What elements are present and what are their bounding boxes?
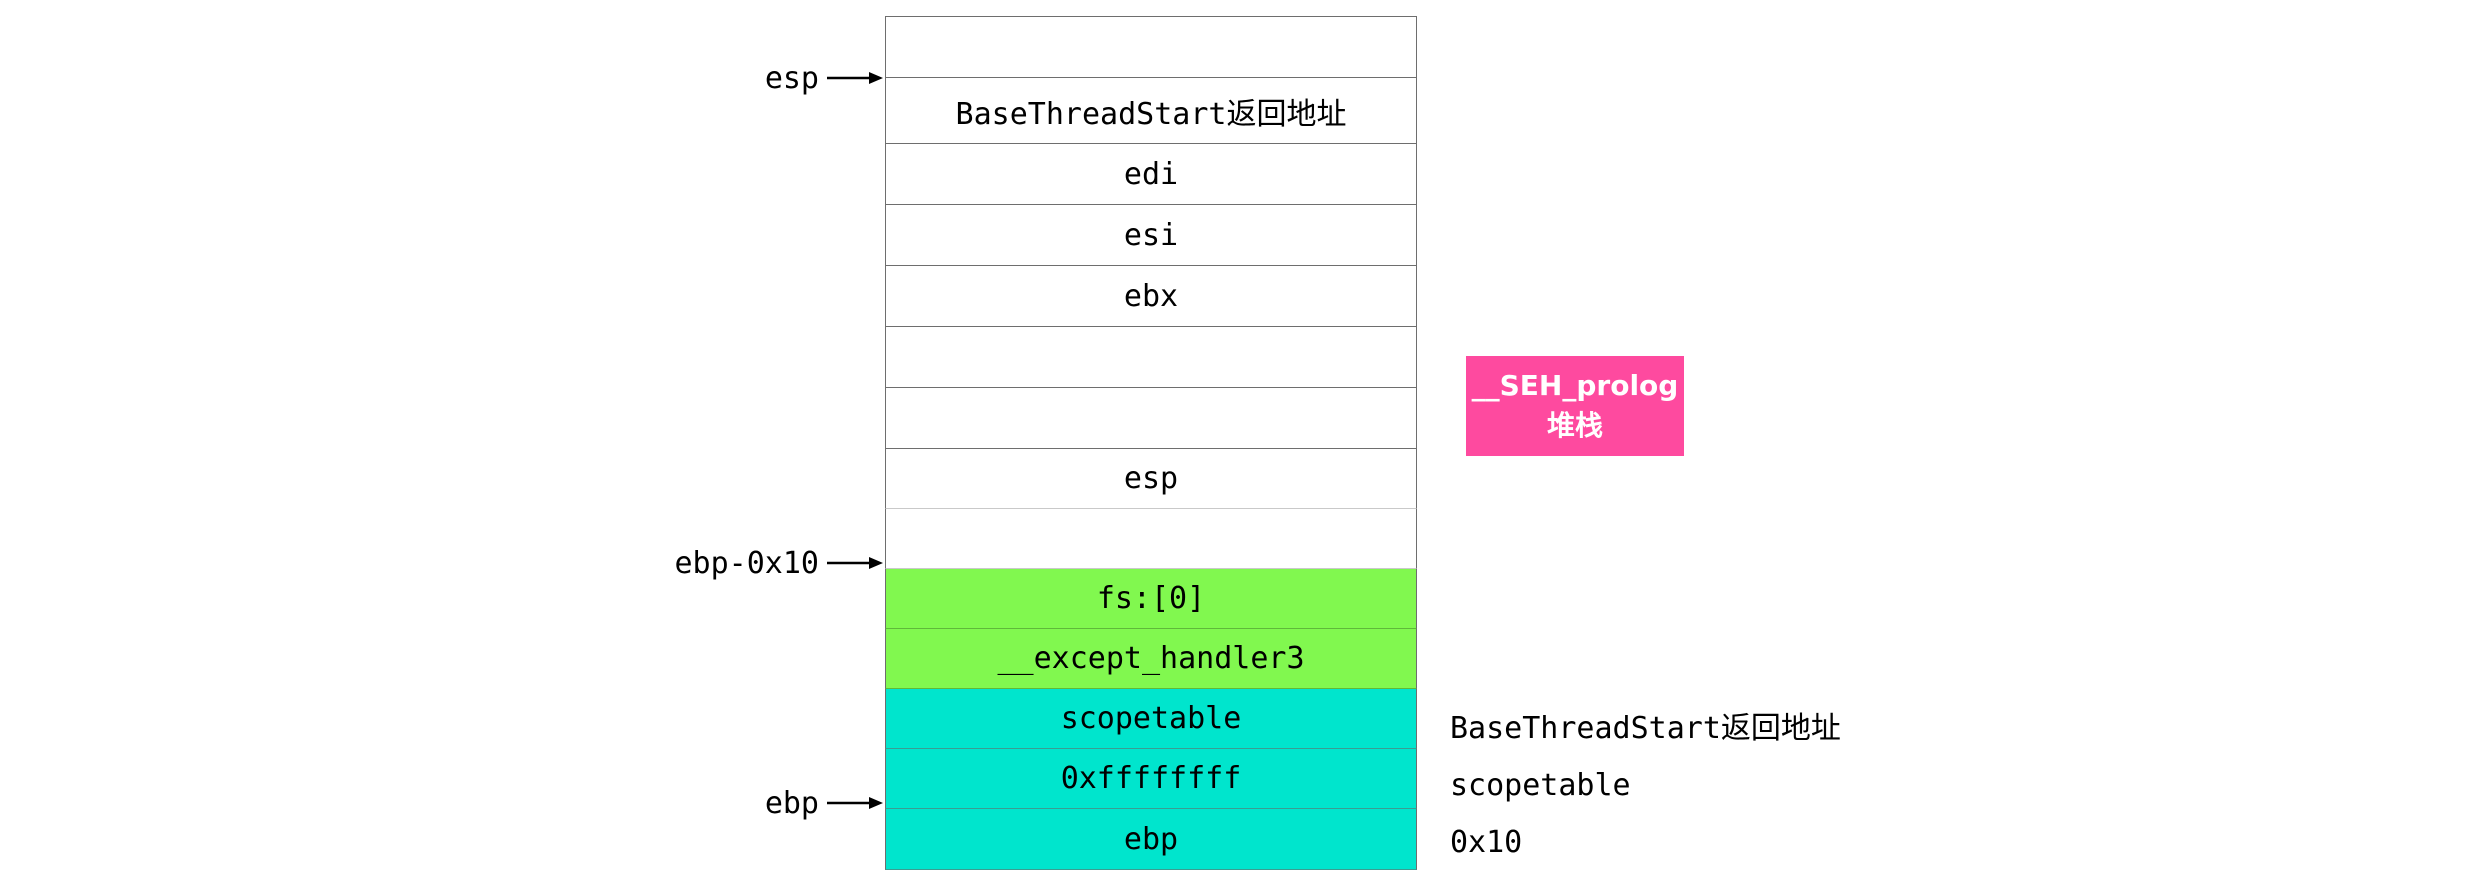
stack-cell-empty-top: [885, 16, 1417, 78]
badge-title: __SEH_prolog: [1471, 369, 1679, 402]
stack-cell-empty-1: [885, 327, 1417, 388]
stack-cell-trylevel: 0xffffffff: [885, 749, 1417, 809]
ebp-pointer-label: ebp: [764, 785, 819, 821]
stack-cell-edi: edi: [885, 144, 1417, 205]
stack-cell-fs0: fs:[0]: [885, 569, 1417, 629]
stack-cell-ebp: ebp: [885, 809, 1417, 870]
ebp-minus-0x10-pointer: ebp-0x10: [674, 545, 883, 581]
stack-cell-empty-2: [885, 388, 1417, 449]
badge-subtitle: 堆栈: [1546, 409, 1603, 442]
note-scopetable: scopetable: [1450, 768, 1631, 803]
esp-pointer-label: esp: [764, 60, 819, 96]
stack-cell-except-handler: __except_handler3: [885, 629, 1417, 689]
right-arrow-icon: [827, 72, 883, 84]
note-return-address: BaseThreadStart返回地址: [1450, 711, 1841, 746]
side-notes: BaseThreadStart返回地址 scopetable 0x10: [1450, 700, 1841, 871]
right-arrow-icon: [827, 557, 883, 569]
ebp-pointer: ebp: [765, 785, 883, 821]
right-arrow-icon: [827, 797, 883, 809]
stack-cell-return-address: BaseThreadStart返回地址: [885, 78, 1417, 144]
ebp-minus-0x10-label: ebp-0x10: [674, 545, 820, 581]
stack-cell-esi: esi: [885, 205, 1417, 266]
note-0x10: 0x10: [1450, 825, 1523, 860]
seh-prolog-stack-badge: __SEH_prolog 堆栈: [1466, 356, 1684, 456]
stack-cell-empty-3: [885, 509, 1417, 569]
stack-cell-scopetable: scopetable: [885, 689, 1417, 749]
stack-diagram: BaseThreadStart返回地址 edi esi ebx esp fs:[…: [885, 16, 1417, 870]
esp-pointer: esp: [765, 60, 883, 96]
stack-cell-esp: esp: [885, 449, 1417, 509]
stack-cell-ebx: ebx: [885, 266, 1417, 327]
